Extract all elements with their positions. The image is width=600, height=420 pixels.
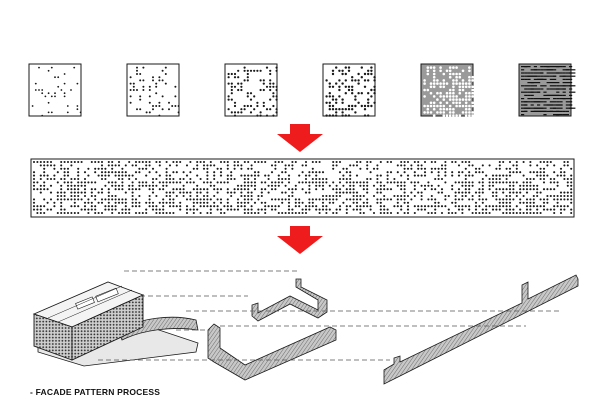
pattern-square-1 [28,63,82,117]
pattern-square-6 [518,63,576,117]
facade-piece-upper [251,278,328,322]
projection-lines [98,270,560,361]
pattern-square-5 [420,63,474,117]
pattern-square-4 [322,63,376,117]
arrow-down-icon [277,226,323,254]
pattern-square-2 [126,63,180,117]
arrow-down-icon [277,124,323,152]
facade-piece-middle [207,323,337,381]
facade-piece-long [383,274,579,385]
pattern-steps-row [28,63,576,117]
caption: - FACADE PATTERN PROCESS [30,387,161,397]
facade-pattern-strip [30,158,575,218]
pattern-square-3 [224,63,278,117]
building-model [32,281,199,367]
